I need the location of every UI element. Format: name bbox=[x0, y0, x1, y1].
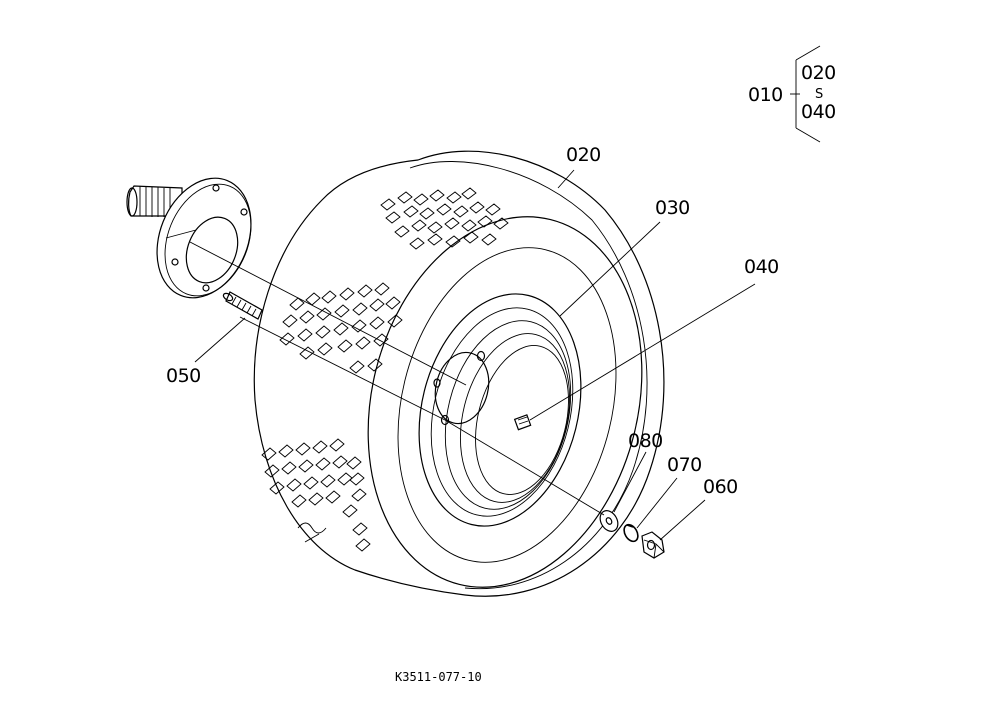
label-nut: 060 bbox=[703, 476, 738, 498]
label-tire: 020 bbox=[566, 144, 601, 166]
assembly-centerlines bbox=[189, 241, 605, 516]
label-range-sep: S bbox=[815, 87, 823, 102]
label-stud: 050 bbox=[166, 365, 201, 387]
plain-washer bbox=[599, 510, 619, 532]
label-rim: 030 bbox=[655, 197, 690, 219]
valve bbox=[513, 414, 532, 431]
wheel-hub bbox=[126, 177, 252, 299]
lock-washer bbox=[623, 523, 639, 543]
tread-pattern bbox=[261, 187, 509, 552]
hex-nut bbox=[641, 531, 665, 559]
rim bbox=[418, 293, 582, 527]
label-valve: 040 bbox=[744, 256, 779, 278]
label-assembly: 010 bbox=[748, 84, 783, 106]
drawing-code: K3511-077-10 bbox=[395, 670, 482, 684]
label-washer: 080 bbox=[628, 430, 663, 452]
leader-lines bbox=[194, 169, 756, 541]
assembly-bracket bbox=[790, 45, 821, 143]
label-range-to: 040 bbox=[801, 101, 836, 123]
tire bbox=[253, 150, 665, 597]
label-lock-washer: 070 bbox=[667, 454, 702, 476]
label-range-from: 020 bbox=[801, 62, 836, 84]
wheel-stud bbox=[222, 291, 263, 320]
